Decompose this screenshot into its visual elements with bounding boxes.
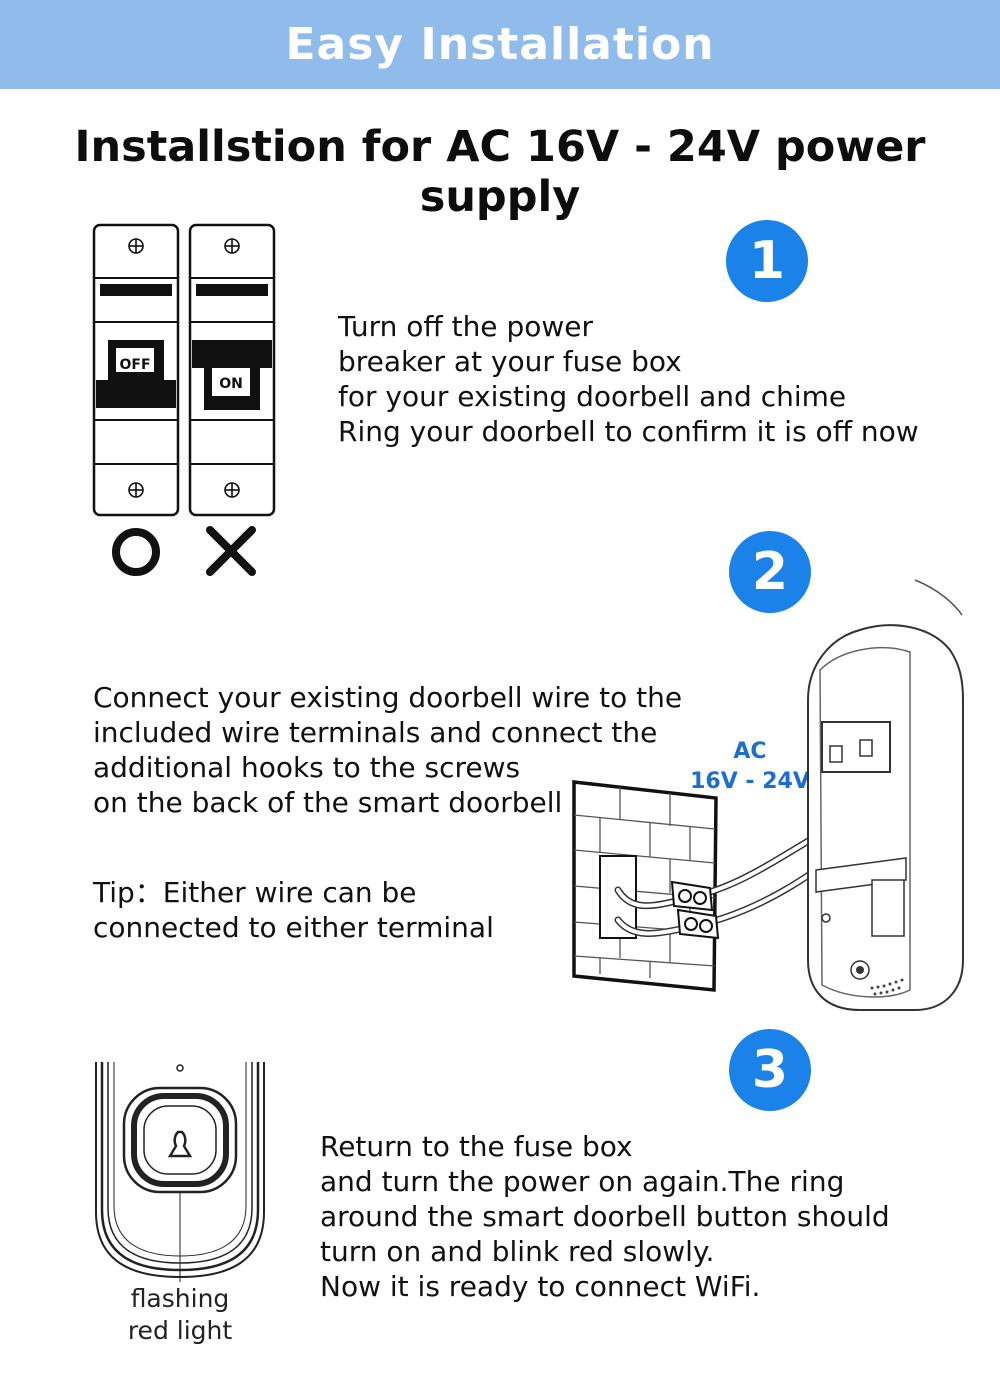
page-subtitle: Installstion for AC 16V - 24V power supp… (74, 122, 926, 222)
breaker-on-label: ON (219, 376, 243, 392)
header-banner: Easy Installation (0, 0, 1000, 89)
breaker-off-label: OFF (119, 357, 150, 373)
breaker-illustration: OFF ON (92, 223, 276, 576)
step-2-line: additional hooks to the screws (93, 751, 521, 784)
circle-icon (112, 528, 160, 576)
step-1-text: Turn off the power breaker at your fuse … (338, 309, 919, 449)
tip-line: connected to either terminal (93, 911, 494, 944)
step-3-line: around the smart doorbell button should (320, 1200, 890, 1233)
step-2-tip: Tip：Either wire can be connected to eith… (93, 875, 494, 945)
step-2-line: included wire terminals and connect the (93, 716, 658, 749)
voltage-line: AC (733, 739, 767, 764)
step-2-text: Connect your existing doorbell wire to t… (93, 680, 682, 820)
breaker-on-unit (188, 223, 276, 517)
step-3-line: Now it is ready to connect WiFi. (320, 1270, 761, 1303)
caption-line: flashing (130, 1284, 230, 1313)
step-1-line: Ring your doorbell to confirm it is off … (338, 415, 919, 448)
step-3-line: Return to the fuse box (320, 1130, 633, 1163)
page-title: Easy Installation (285, 19, 715, 70)
step-3-badge: 3 (729, 1029, 811, 1111)
step-1-line: for your existing doorbell and chime (338, 380, 847, 413)
voltage-label: AC 16V - 24V (680, 737, 820, 797)
bell-icon (167, 1130, 193, 1158)
led-caption: flashing red light (95, 1283, 265, 1347)
step-2-badge: 2 (729, 531, 811, 613)
wiring-illustration (572, 579, 964, 1011)
caption-line: red light (127, 1316, 233, 1345)
doorbell-button-illustration (95, 1062, 265, 1282)
doorbell-body (807, 624, 964, 1011)
step-1-line: Turn off the power (338, 310, 593, 343)
step-3-line: and turn the power on again.The ring (320, 1165, 845, 1198)
step-2-line: Connect your existing doorbell wire to t… (93, 681, 683, 714)
step-3-line: turn on and blink red slowly. (320, 1235, 715, 1268)
breaker-off-unit (92, 223, 180, 517)
voltage-line: 16V - 24V (690, 769, 810, 794)
tip-line: Tip：Either wire can be (93, 876, 417, 909)
step-1-line: breaker at your fuse box (338, 345, 682, 378)
step-1-badge: 1 (726, 220, 808, 302)
cross-icon (206, 526, 256, 576)
step-3-text: Return to the fuse box and turn the powe… (320, 1129, 890, 1304)
step-2-line: on the back of the smart doorbell (93, 786, 563, 819)
wire-connectors (670, 880, 720, 940)
